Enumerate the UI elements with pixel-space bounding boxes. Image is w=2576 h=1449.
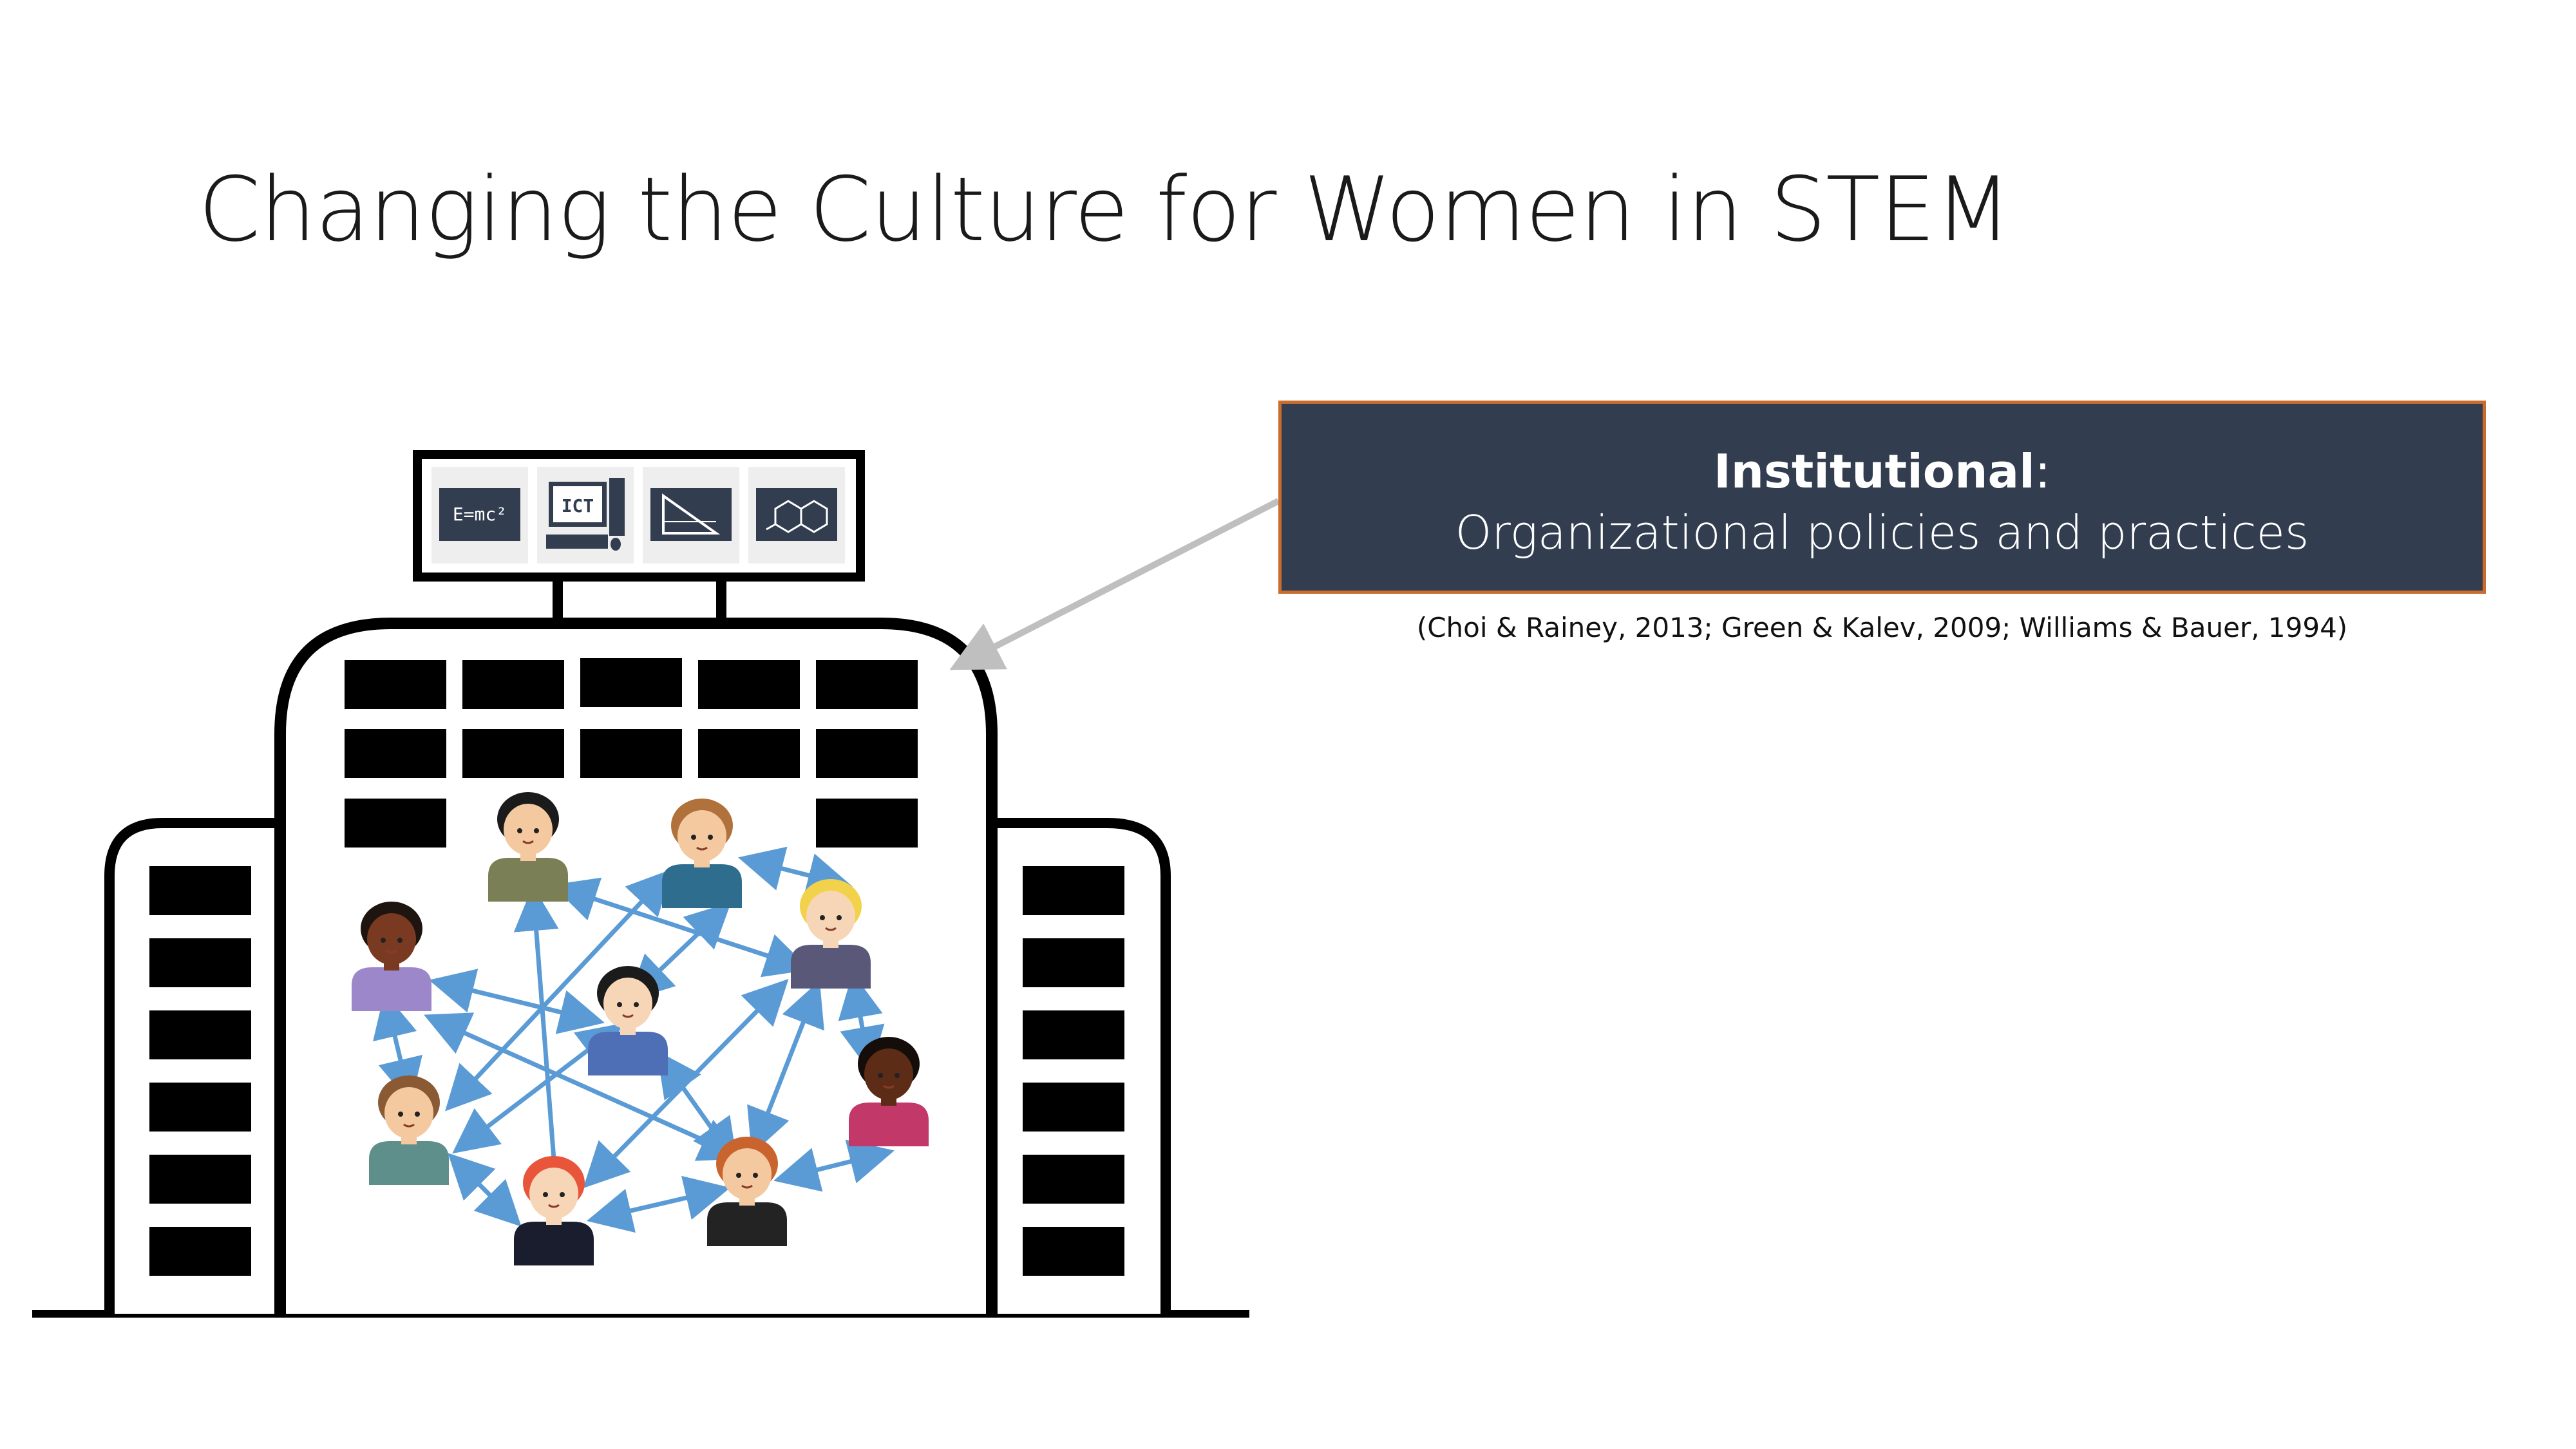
person-5-avatar bbox=[588, 966, 668, 1075]
slide-title: Changing the Culture for Women in STEM bbox=[198, 158, 2012, 261]
sign-formula-text: E=mc² bbox=[453, 504, 507, 525]
person-4-avatar bbox=[352, 902, 431, 1011]
person-2-avatar bbox=[662, 799, 742, 908]
right-wing-building bbox=[980, 818, 1171, 1314]
sign-panel-chemistry bbox=[748, 467, 845, 564]
callout-subheading: Organizational policies and practices bbox=[1455, 506, 2309, 560]
person-3-avatar bbox=[791, 879, 871, 989]
callout-heading-colon: : bbox=[2034, 444, 2051, 498]
person-6-avatar bbox=[849, 1037, 929, 1146]
network-arrows bbox=[373, 846, 895, 1233]
sign-panel-formula: E=mc² bbox=[431, 467, 528, 564]
person-1-avatar bbox=[488, 792, 568, 902]
callout-heading: Institutional bbox=[1713, 444, 2035, 498]
left-wing-building bbox=[104, 818, 289, 1314]
citation-text: (Choi & Rainey, 2013; Green & Kalev, 200… bbox=[1416, 612, 2348, 643]
callout-pointer-arrow bbox=[949, 498, 1280, 670]
rooftop-sign: E=mc² ICT bbox=[413, 450, 865, 625]
callout-heading-line: Institutional: bbox=[1282, 442, 2483, 500]
person-9-avatar bbox=[707, 1137, 787, 1246]
sign-panel-geometry bbox=[643, 467, 739, 564]
sign-ict-text: ICT bbox=[562, 495, 594, 516]
person-8-avatar bbox=[514, 1156, 594, 1265]
sign-panel-ict: ICT bbox=[537, 467, 634, 564]
people-group bbox=[352, 792, 929, 1265]
person-7-avatar bbox=[369, 1075, 449, 1185]
institutional-callout-box: Institutional: Organizational policies a… bbox=[1278, 401, 2486, 594]
